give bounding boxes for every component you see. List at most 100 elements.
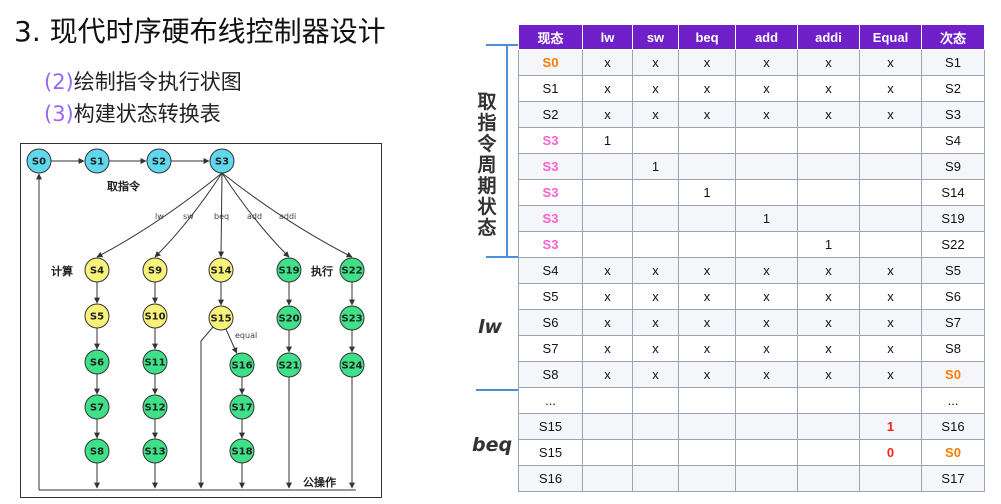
- table-row: S3 1 S9: [518, 153, 985, 180]
- condition-cell: x: [859, 101, 922, 128]
- state-label: S21: [278, 361, 299, 372]
- edge-S3-S22: [221, 172, 353, 258]
- state-node-s1: S1: [84, 148, 110, 174]
- condition-cell: [632, 465, 679, 492]
- subtitle-item-3: (3)构建状态转换表: [44, 98, 221, 128]
- condition-cell: [797, 387, 860, 414]
- condition-cell: [797, 153, 860, 180]
- condition-cell: x: [797, 283, 860, 310]
- condition-cell: x: [678, 283, 736, 310]
- state-circle: [208, 305, 234, 331]
- next-state-cell: S22: [921, 231, 985, 258]
- condition-cell: [678, 153, 736, 180]
- condition-cell: [735, 413, 798, 440]
- condition-cell: x: [735, 335, 798, 362]
- state-node-s12: S12: [142, 394, 168, 420]
- condition-cell: x: [859, 49, 922, 76]
- condition-cell: [797, 465, 860, 492]
- condition-cell: x: [678, 335, 736, 362]
- common-op-label: 公操作: [303, 475, 336, 489]
- state-circle: [229, 352, 255, 378]
- condition-cell: x: [582, 75, 633, 102]
- branch-label-addi: addi: [279, 212, 296, 221]
- condition-cell: x: [632, 101, 679, 128]
- condition-cell: [735, 231, 798, 258]
- next-state-cell: S0: [921, 361, 985, 388]
- condition-cell: [797, 127, 860, 154]
- state-node-s6: S6: [84, 349, 110, 375]
- condition-cell: [678, 231, 736, 258]
- item-number: (3): [44, 102, 74, 126]
- condition-cell: x: [735, 101, 798, 128]
- next-state-cell: S9: [921, 153, 985, 180]
- state-circle: [84, 438, 110, 464]
- state-node-s0: S0: [26, 148, 52, 174]
- state-node-s17: S17: [229, 394, 255, 420]
- edge-S3-S19: [221, 172, 290, 258]
- current-state-cell: S3: [518, 231, 583, 258]
- condition-cell: [582, 179, 633, 206]
- condition-cell: [632, 387, 679, 414]
- state-label: S4: [90, 266, 104, 277]
- execute-label: 执行: [311, 264, 333, 278]
- item-text: 绘制指令执行状图: [73, 70, 242, 94]
- current-state-cell: S0: [518, 49, 583, 76]
- state-node-s2: S2: [146, 148, 172, 174]
- state-circle: [142, 438, 168, 464]
- next-state-cell: S1: [921, 49, 985, 76]
- branch-label-add: add: [247, 212, 262, 221]
- state-label: S24: [341, 361, 362, 372]
- state-label: S20: [278, 314, 299, 325]
- condition-cell: x: [735, 283, 798, 310]
- state-label: S3: [215, 157, 229, 168]
- condition-cell: [859, 179, 922, 206]
- fetch-range-bar: [506, 44, 508, 256]
- edge-S3-S4: [96, 172, 223, 258]
- next-state-cell: ...: [921, 387, 985, 414]
- state-node-s24: S24: [339, 352, 365, 378]
- state-node-s3: S3: [209, 148, 235, 174]
- condition-cell: x: [797, 75, 860, 102]
- condition-cell: x: [582, 335, 633, 362]
- condition-cell: 1: [797, 231, 860, 258]
- current-state-cell: S3: [518, 153, 583, 180]
- state-circle: [209, 148, 235, 174]
- condition-cell: x: [859, 335, 922, 362]
- state-node-s13: S13: [142, 438, 168, 464]
- condition-cell: 1: [632, 153, 679, 180]
- condition-cell: [735, 387, 798, 414]
- fetch-range-bottom: [486, 256, 518, 258]
- state-label: S18: [231, 447, 252, 458]
- condition-cell: x: [632, 257, 679, 284]
- next-state-cell: S17: [921, 465, 985, 492]
- condition-cell: x: [859, 283, 922, 310]
- condition-cell: [797, 205, 860, 232]
- condition-cell: 1: [735, 205, 798, 232]
- condition-cell: x: [797, 309, 860, 336]
- state-label: S0: [32, 157, 46, 168]
- state-node-s5: S5: [84, 303, 110, 329]
- condition-cell: [859, 153, 922, 180]
- condition-cell: [632, 179, 679, 206]
- state-circle: [146, 148, 172, 174]
- state-node-s4: S4: [84, 257, 110, 283]
- header-current-state: 现态: [518, 24, 583, 50]
- condition-cell: x: [678, 361, 736, 388]
- edge-S15-S16: [225, 328, 238, 354]
- condition-cell: [582, 153, 633, 180]
- condition-cell: [632, 231, 679, 258]
- state-circle: [84, 148, 110, 174]
- current-state-cell: S4: [518, 257, 583, 284]
- table-header-row: 现态 lw sw beq add addi Equal 次态: [518, 24, 985, 50]
- condition-cell: x: [859, 75, 922, 102]
- current-state-cell: S5: [518, 283, 583, 310]
- state-node-s7: S7: [84, 394, 110, 420]
- state-circle: [276, 257, 302, 283]
- current-state-cell: S2: [518, 101, 583, 128]
- condition-cell: x: [582, 283, 633, 310]
- state-circle: [339, 257, 365, 283]
- condition-cell: x: [678, 75, 736, 102]
